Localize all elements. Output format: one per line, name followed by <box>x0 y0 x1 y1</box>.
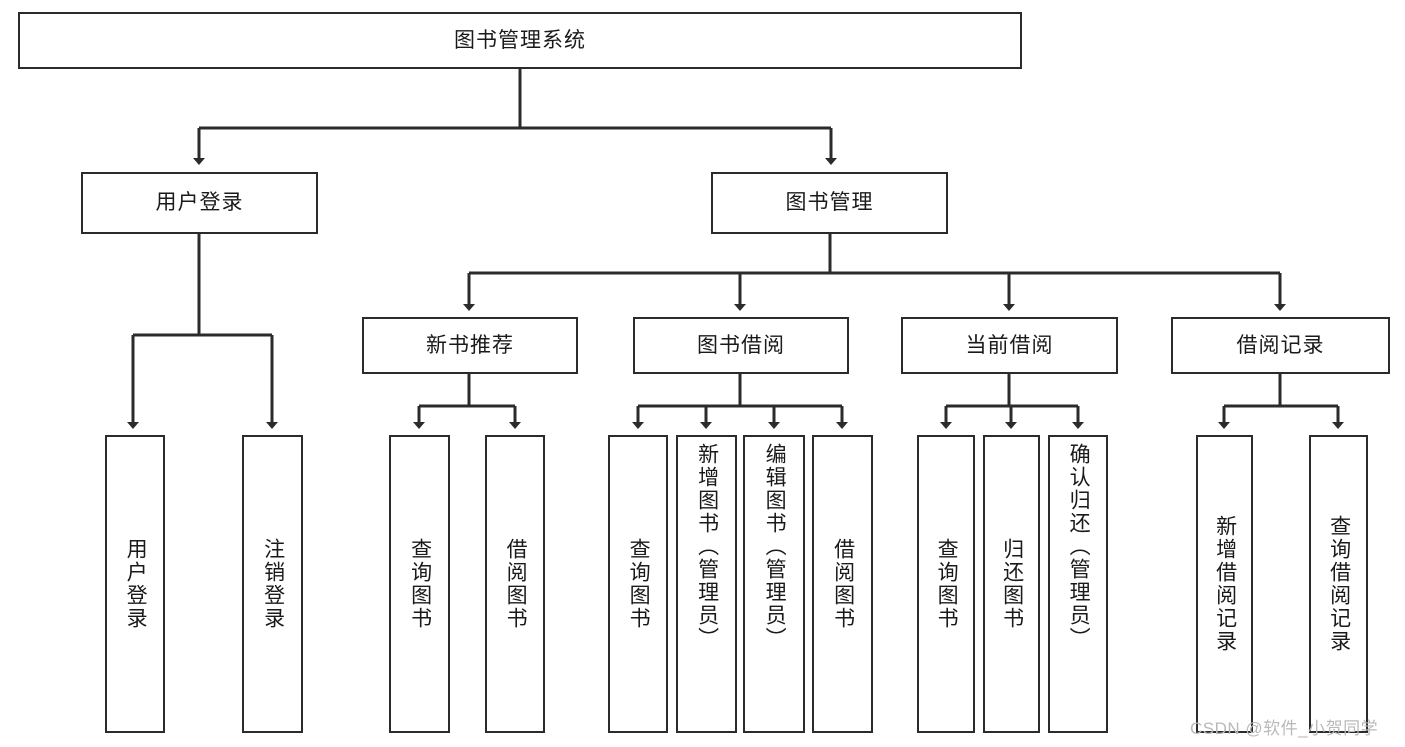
leaf-borrow-book[interactable]: 借阅图书 <box>812 435 873 733</box>
node-root-system[interactable]: 图书管理系统 <box>18 12 1022 69</box>
leaf-edit-book-admin[interactable]: 编辑图书（管理员） <box>743 435 805 733</box>
leaf-add-book-admin[interactable]: 新增图书（管理员） <box>676 435 737 733</box>
node-current-borrow[interactable]: 当前借阅 <box>901 317 1118 374</box>
leaf-user-login[interactable]: 用户登录 <box>105 435 165 733</box>
node-new-book-recommend[interactable]: 新书推荐 <box>362 317 578 374</box>
node-book-management[interactable]: 图书管理 <box>711 172 948 234</box>
csdn-watermark: CSDN @软件_小贺同学 <box>1190 719 1379 738</box>
leaf-confirm-return-admin[interactable]: 确认归还（管理员） <box>1048 435 1108 733</box>
leaf-borrow-book-recommend[interactable]: 借阅图书 <box>485 435 545 733</box>
leaf-query-book-recommend[interactable]: 查询图书 <box>389 435 450 733</box>
leaf-return-book[interactable]: 归还图书 <box>983 435 1040 733</box>
leaf-query-book-current[interactable]: 查询图书 <box>917 435 975 733</box>
leaf-query-book-borrow[interactable]: 查询图书 <box>608 435 668 733</box>
leaf-query-borrow-record[interactable]: 查询借阅记录 <box>1309 435 1368 733</box>
node-borrow-record[interactable]: 借阅记录 <box>1171 317 1390 374</box>
leaf-user-logout[interactable]: 注销登录 <box>242 435 303 733</box>
node-user-login[interactable]: 用户登录 <box>81 172 318 234</box>
leaf-add-borrow-record[interactable]: 新增借阅记录 <box>1196 435 1253 733</box>
node-book-borrow[interactable]: 图书借阅 <box>633 317 849 374</box>
